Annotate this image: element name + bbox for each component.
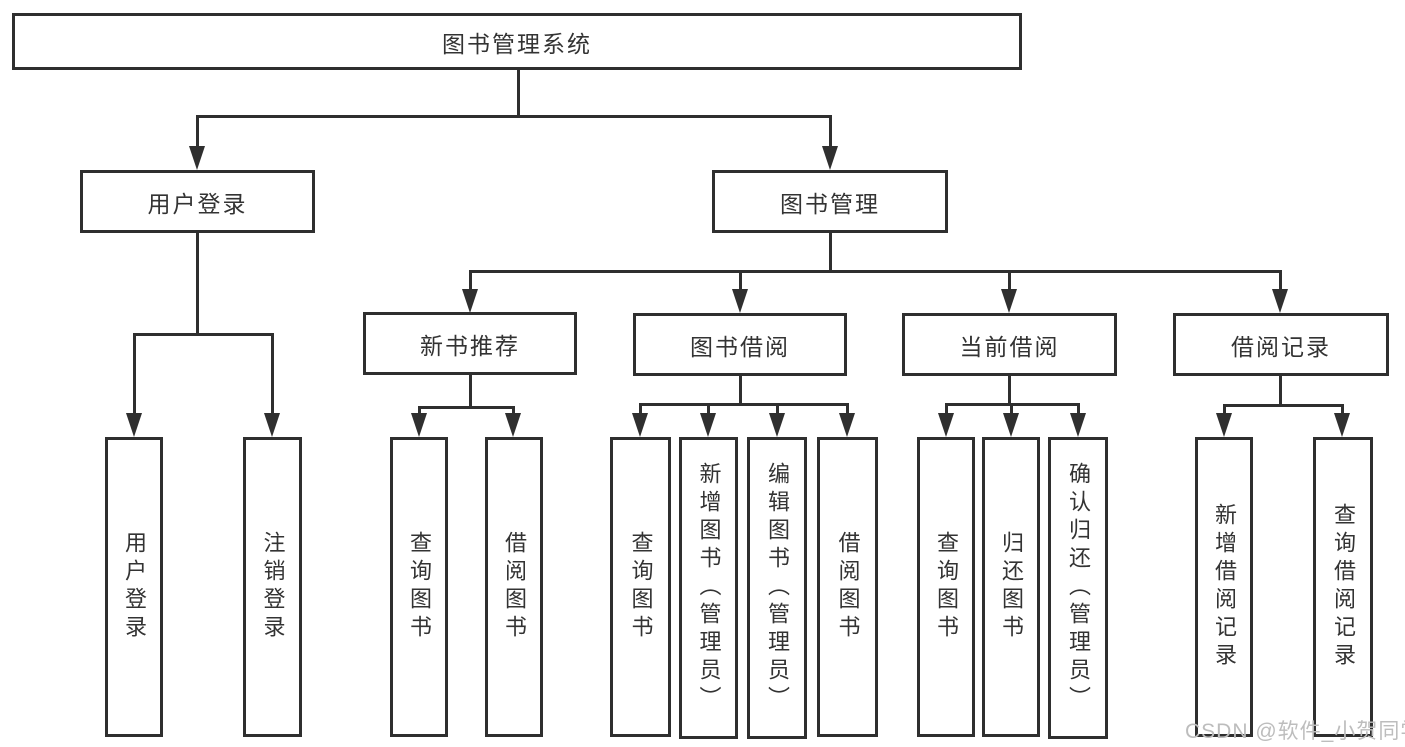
- connector-line: [517, 70, 520, 117]
- leaf-current-query-books-label: 查询图书: [934, 531, 959, 643]
- leaf-recommend-query-books: 查询图书: [390, 437, 448, 737]
- arrowhead-down-icon: [1003, 413, 1019, 437]
- arrowhead-down-icon: [632, 413, 648, 437]
- leaf-user-login: 用户登录: [105, 437, 163, 737]
- arrowhead-down-icon: [189, 146, 205, 170]
- node-user-login: 用户登录: [80, 170, 315, 233]
- leaf-recommend-borrow-books-label: 借阅图书: [502, 531, 527, 643]
- leaf-borrowing-add-books-admin-label: 新增图书（管理员）: [696, 462, 722, 714]
- node-new-book-recommend: 新书推荐: [363, 312, 577, 375]
- connector-line: [418, 406, 421, 417]
- connector-line: [707, 403, 710, 417]
- node-borrow-records: 借阅记录: [1173, 313, 1389, 376]
- connector-line: [739, 270, 742, 293]
- csdn-watermark: CSDN @软件_小贺同学: [1185, 720, 1405, 743]
- connector-line: [846, 403, 849, 417]
- connector-line: [1279, 376, 1282, 407]
- leaf-borrowing-query-books: 查询图书: [610, 437, 671, 737]
- leaf-borrowing-borrow-books: 借阅图书: [817, 437, 878, 737]
- leaf-records-query-record-label: 查询借阅记录: [1331, 503, 1356, 671]
- connector-line: [1223, 404, 1343, 407]
- leaf-borrowing-borrow-books-label: 借阅图书: [835, 531, 861, 643]
- connector-line: [196, 115, 199, 150]
- arrowhead-down-icon: [1070, 413, 1086, 437]
- leaf-current-query-books: 查询图书: [917, 437, 975, 737]
- arrowhead-down-icon: [822, 146, 838, 170]
- arrowhead-down-icon: [462, 289, 478, 313]
- arrowhead-down-icon: [126, 413, 142, 437]
- arrowhead-down-icon: [938, 413, 954, 437]
- connector-line: [829, 115, 832, 150]
- node-book-borrowing-label: 图书借阅: [690, 333, 790, 360]
- connector-line: [739, 376, 742, 406]
- connector-line: [418, 406, 515, 409]
- leaf-records-add-record: 新增借阅记录: [1195, 437, 1253, 737]
- connector-line: [196, 115, 831, 118]
- leaf-borrowing-edit-books-admin-label: 编辑图书（管理员）: [765, 462, 790, 714]
- arrowhead-down-icon: [1001, 289, 1017, 313]
- node-new-book-recommend-label: 新书推荐: [420, 332, 520, 359]
- node-current-borrowing-label: 当前借阅: [959, 333, 1060, 360]
- leaf-current-return-books-label: 归还图书: [999, 531, 1024, 643]
- connector-line: [1223, 404, 1226, 417]
- leaf-logout: 注销登录: [243, 437, 302, 737]
- connector-line: [945, 403, 948, 417]
- arrowhead-down-icon: [264, 413, 280, 437]
- connector-line: [196, 233, 199, 336]
- connector-line: [271, 333, 274, 417]
- arrowhead-down-icon: [411, 413, 427, 437]
- connector-line: [1008, 376, 1011, 406]
- connector-line: [133, 333, 136, 417]
- leaf-borrowing-add-books-admin: 新增图书（管理员）: [679, 437, 738, 739]
- leaf-records-query-record: 查询借阅记录: [1313, 437, 1373, 737]
- arrowhead-down-icon: [732, 289, 748, 313]
- node-user-login-label: 用户登录: [147, 190, 248, 217]
- connector-line: [1008, 270, 1011, 293]
- leaf-user-login-label: 用户登录: [122, 531, 147, 643]
- leaf-borrowing-query-books-label: 查询图书: [628, 531, 654, 643]
- node-book-borrowing: 图书借阅: [633, 313, 847, 376]
- arrowhead-down-icon: [505, 413, 521, 437]
- connector-line: [829, 233, 832, 273]
- arrowhead-down-icon: [1216, 413, 1232, 437]
- connector-line: [469, 270, 1281, 273]
- connector-line: [639, 403, 848, 406]
- leaf-recommend-query-books-label: 查询图书: [407, 531, 432, 643]
- node-current-borrowing: 当前借阅: [902, 313, 1117, 376]
- leaf-logout-label: 注销登录: [260, 531, 286, 643]
- arrowhead-down-icon: [839, 413, 855, 437]
- node-library-system-label: 图书管理系统: [442, 30, 592, 57]
- arrowhead-down-icon: [1334, 413, 1350, 437]
- connector-line: [133, 333, 274, 336]
- leaf-borrowing-edit-books-admin: 编辑图书（管理员）: [747, 437, 807, 739]
- arrowhead-down-icon: [1272, 289, 1288, 313]
- connector-line: [1077, 403, 1080, 417]
- leaf-current-confirm-return-admin: 确认归还（管理员）: [1048, 437, 1108, 739]
- connector-line: [639, 403, 642, 417]
- node-book-management-label: 图书管理: [780, 190, 880, 217]
- connector-line: [469, 270, 472, 293]
- connector-line: [1279, 270, 1282, 293]
- connector-line: [1010, 403, 1013, 417]
- leaf-recommend-borrow-books: 借阅图书: [485, 437, 543, 737]
- connector-line: [776, 403, 779, 417]
- connector-line: [469, 375, 472, 409]
- leaf-current-confirm-return-admin-label: 确认归还（管理员）: [1066, 462, 1091, 714]
- leaf-records-add-record-label: 新增借阅记录: [1212, 503, 1237, 671]
- arrowhead-down-icon: [769, 413, 785, 437]
- connector-line: [1341, 404, 1344, 417]
- node-book-management: 图书管理: [712, 170, 948, 233]
- node-library-system: 图书管理系统: [12, 13, 1022, 70]
- leaf-current-return-books: 归还图书: [982, 437, 1040, 737]
- connector-line: [512, 406, 515, 417]
- node-borrow-records-label: 借阅记录: [1231, 333, 1331, 360]
- arrowhead-down-icon: [700, 413, 716, 437]
